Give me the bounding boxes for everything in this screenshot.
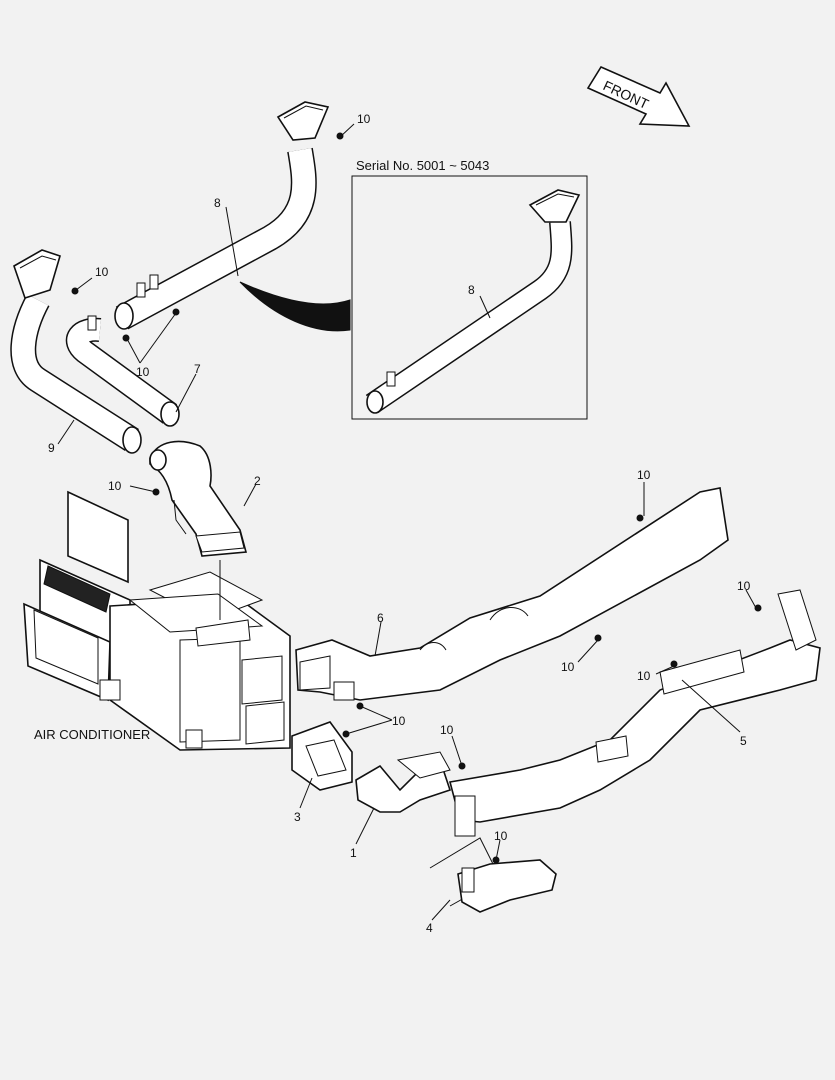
callout-10: 10 [561, 660, 575, 674]
part-1 [355, 751, 452, 813]
duct-6 [295, 487, 729, 701]
duct-5 [449, 589, 821, 837]
ac-grille [43, 565, 111, 613]
callout-6: 6 [377, 611, 384, 625]
part-4 [429, 837, 557, 913]
callout-1: 1 [350, 846, 357, 860]
callout-7: 7 [194, 362, 201, 376]
air-conditioner-unit [23, 490, 291, 751]
duct-2 [149, 440, 248, 557]
serial-label: Serial No. 5001 ~ 5043 [356, 158, 489, 173]
leader-lines [57, 123, 757, 921]
inset-frame [351, 175, 588, 420]
callout-10: 10 [392, 714, 406, 728]
front-direction-arrow: FRONT [586, 65, 691, 127]
callout-10: 10 [737, 579, 751, 593]
callout-10: 10 [136, 365, 150, 379]
inset-duct-8 [365, 189, 581, 414]
callout-10: 10 [637, 468, 651, 482]
callout-10: 10 [494, 829, 508, 843]
callout-5: 5 [740, 734, 747, 748]
inset-pointer [239, 281, 351, 332]
callout-9: 9 [48, 441, 55, 455]
part-3 [291, 721, 353, 791]
duct-9 [10, 249, 142, 454]
duct-7 [65, 315, 180, 427]
callout-10: 10 [95, 265, 109, 279]
callout-10: 10 [637, 669, 651, 683]
serial-inset: Serial No. 5001 ~ 5043 8 [351, 158, 588, 420]
callout-3: 3 [294, 810, 301, 824]
callout-10: 10 [357, 112, 371, 126]
callout-10: 10 [108, 479, 122, 493]
callout-8: 8 [214, 196, 221, 210]
duct-8 [114, 101, 330, 330]
air-conditioner-label: AIR CONDITIONER [34, 727, 150, 742]
callout-2: 2 [254, 474, 261, 488]
bolts [71, 132, 762, 864]
callout-10: 10 [440, 723, 454, 737]
callout-4: 4 [426, 921, 433, 935]
callout-8-inset: 8 [468, 283, 475, 297]
callout-numbers: 1 2 3 4 5 6 7 8 9 10 10 10 10 10 10 10 1… [48, 112, 751, 935]
